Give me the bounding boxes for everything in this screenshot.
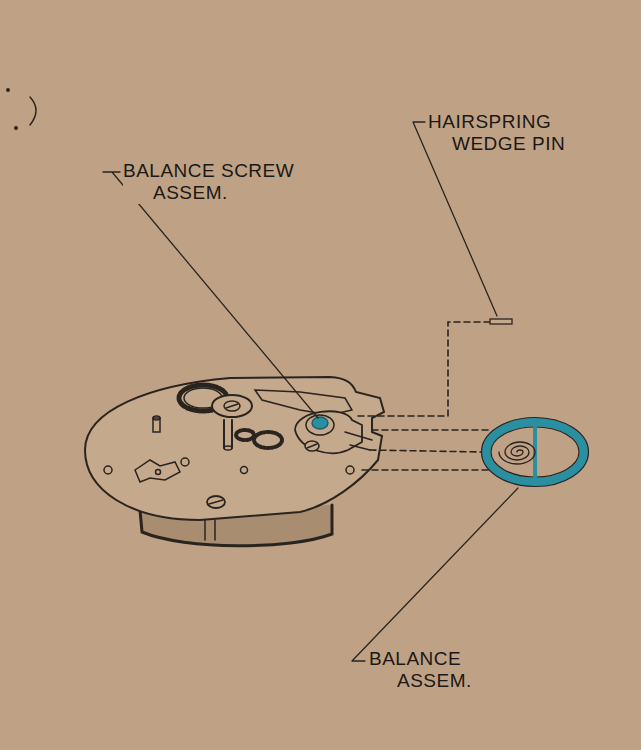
plate-hole bbox=[346, 466, 354, 474]
pinion bbox=[236, 430, 254, 440]
winding-stem bbox=[205, 520, 215, 540]
callout-label: BALANCE SCREW ASSEM. bbox=[123, 160, 313, 204]
center-post bbox=[224, 420, 232, 448]
center-wheel bbox=[212, 395, 252, 417]
callout-label: BALANCE ASSEM. bbox=[369, 648, 504, 692]
illustration-group bbox=[7, 89, 589, 661]
balance-rim bbox=[486, 422, 584, 482]
leader-line bbox=[352, 488, 518, 661]
plate-hole bbox=[241, 467, 248, 474]
wedge-pin bbox=[490, 319, 512, 324]
center-post bbox=[224, 446, 232, 450]
edge-dot bbox=[7, 89, 9, 91]
setting-lever bbox=[135, 460, 180, 482]
screw-slot bbox=[226, 404, 238, 408]
screw-head bbox=[224, 401, 240, 411]
balance-jewel-seat bbox=[306, 415, 334, 435]
hairspring bbox=[499, 442, 535, 464]
dashed-guide bbox=[370, 450, 482, 452]
stud-pin bbox=[153, 416, 160, 420]
dashed-guide bbox=[362, 469, 493, 471]
plate-hole bbox=[104, 466, 112, 474]
balance-cock bbox=[295, 411, 362, 453]
edge-dot bbox=[15, 127, 17, 129]
pinion bbox=[254, 432, 282, 448]
edge-mark bbox=[30, 97, 36, 125]
exploded-lines bbox=[358, 322, 493, 470]
balance-rim-outline bbox=[482, 418, 589, 487]
movement-plate bbox=[85, 377, 384, 520]
plate-screw bbox=[207, 496, 225, 508]
screw-slot bbox=[209, 500, 223, 504]
regulator bbox=[345, 432, 372, 450]
balance-screw bbox=[312, 417, 328, 429]
screw-slot bbox=[307, 444, 317, 448]
cock-screw bbox=[305, 441, 319, 451]
callout-label: HAIRSPRING WEDGE PIN bbox=[428, 111, 578, 155]
dashed-guide bbox=[358, 322, 490, 416]
dashed-guide bbox=[372, 429, 488, 431]
lever-pivot bbox=[156, 470, 161, 475]
leader-line bbox=[103, 172, 318, 418]
plate-hole bbox=[181, 458, 189, 466]
balance-rim-outline bbox=[491, 427, 579, 477]
